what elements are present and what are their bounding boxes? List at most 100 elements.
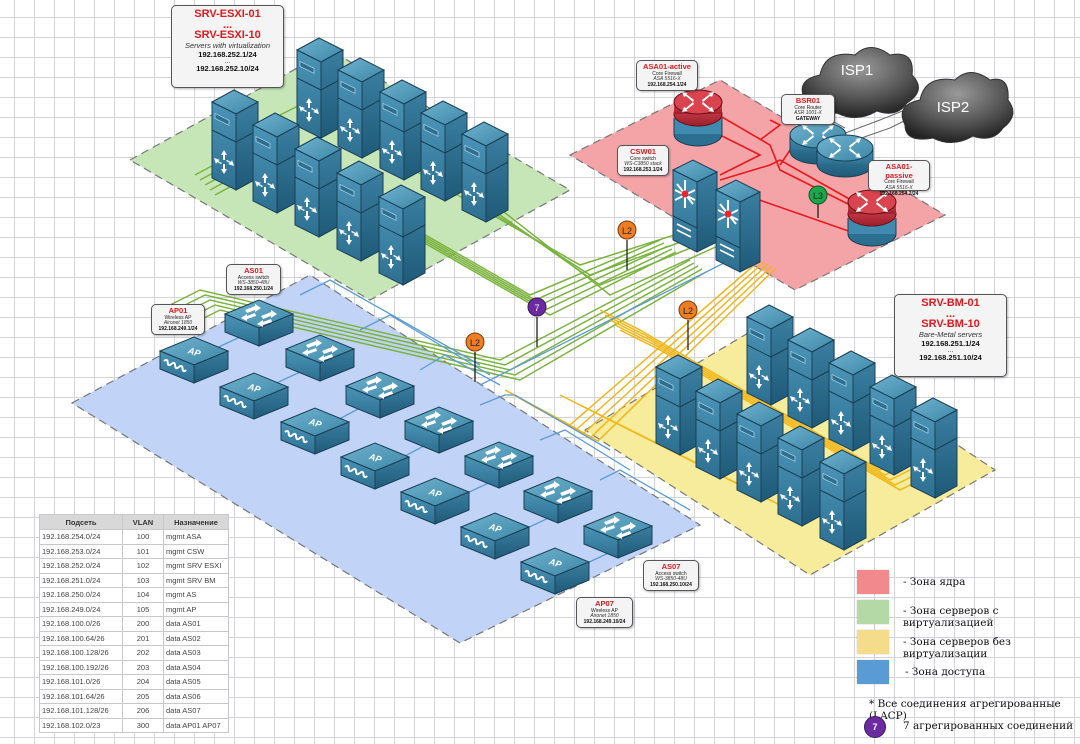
vlan-purpose-cell: data AS04 (163, 659, 229, 675)
asa-passive-title: ASA01-passive (885, 162, 913, 180)
links-core (699, 105, 871, 236)
svg-text:L2: L2 (622, 226, 632, 236)
badge-l2-baremetal: L2 (678, 300, 698, 350)
vlan-id-cell: 104 (122, 587, 164, 603)
vlan-purpose-cell: data AS02 (163, 630, 229, 646)
as01-model: WS-3850-48U (237, 280, 270, 287)
cloud-isp1-label: ISP1 (841, 62, 874, 79)
legend-swatch-virt (857, 600, 889, 624)
callout-asa-passive: ASA01-passive Core Firewall ASA 5516-X 1… (868, 160, 930, 197)
callout-as07: AS07 Access switch WS-3850-48U 192.168.2… (643, 560, 699, 591)
vlan-id-cell: 200 (122, 616, 164, 632)
vlan-purpose-cell: data AS06 (163, 688, 229, 704)
esxi-ip-dots: ... (224, 58, 231, 66)
cloud-isp2-label: ISP2 (937, 99, 970, 116)
bsr-title: BSR01 (795, 96, 821, 105)
legend-label-baremetal: - Зона серверов без виртуализации (903, 636, 1011, 660)
as07-model: WS-3850-48U (655, 576, 687, 583)
server-icon (695, 378, 743, 480)
as07-ip: 192.168.250.10/24 (650, 582, 692, 589)
server-icon (777, 425, 825, 527)
server-icon (379, 79, 427, 181)
vlan-purpose-cell: data AP01 AP07 (163, 717, 229, 733)
csw-model: WS-C3850 stack (624, 161, 662, 168)
vlan-subnet-cell: 192.168.100.64/26 (39, 630, 123, 646)
ap07-ip: 192.168.249.10/24 (583, 619, 626, 626)
col-subnet: Подсеть (39, 514, 123, 530)
vlan-purpose-cell: data AS03 (163, 645, 229, 661)
as01-title: AS01 (244, 266, 263, 275)
as07-title: AS07 (661, 562, 681, 571)
csw-desc: Core switch (629, 155, 657, 162)
vlan-purpose-cell: data AS07 (163, 703, 229, 719)
server-icon (378, 184, 426, 286)
server-icon (828, 350, 876, 452)
vlan-id-cell: 201 (122, 630, 164, 646)
bsr-model: ASR 1001-X (794, 110, 822, 117)
legend-aggregated-badge: 7 (864, 716, 886, 738)
badge-l2-core: L2 (617, 220, 637, 270)
vlan-subnet-cell: 192.168.101.0/26 (39, 674, 123, 690)
legend-label-virt: - Зона серверов с виртуализацией (903, 605, 999, 629)
vlan-id-cell: 205 (122, 688, 164, 704)
callout-bsr01: BSR01 Core Router ASR 1001-X GATEWAY (781, 94, 835, 125)
svg-text:7: 7 (534, 303, 539, 313)
server-icon (746, 304, 794, 406)
vlan-subnet-cell: 192.168.100.192/26 (39, 659, 123, 675)
bsr-ip: GATEWAY (795, 116, 821, 123)
vlan-purpose-cell: mgmt CSW (163, 543, 229, 559)
vlan-subnet-cell: 192.168.251.0/24 (39, 572, 123, 588)
badge-aggregated-7: 7 (527, 297, 547, 347)
vlan-id-cell: 105 (122, 601, 164, 617)
esxi-title-dots: ... (222, 18, 233, 31)
server-icon (819, 449, 867, 551)
vlan-id-cell: 202 (122, 645, 164, 661)
vlan-id-cell: 206 (122, 703, 164, 719)
vlan-table: Подсеть VLAN Назначение 192.168.254.0/24… (39, 514, 229, 733)
firewall-passive (847, 189, 897, 247)
core-switch-icon (715, 179, 761, 273)
bm-title-last: SRV-BM-10 (921, 318, 980, 331)
esxi-ip-first: 192.168.252.1/24 (198, 49, 257, 59)
callout-ap07: AP07 Wireless AP Aironet 1850 192.168.24… (576, 597, 633, 628)
vlan-purpose-cell: data AS01 (163, 616, 229, 632)
esxi-ip-last: 192.168.252.10/24 (196, 63, 259, 73)
legend-label-core: - Зона ядра (903, 576, 966, 588)
ap01-model: Aironet 1850 (163, 320, 193, 327)
esxi-subtitle: Servers with virtualization (184, 41, 271, 51)
vlan-id-cell: 100 (122, 529, 164, 545)
vlan-id-cell: 101 (122, 543, 164, 559)
vlan-subnet-cell: 192.168.252.0/24 (39, 558, 123, 574)
vlan-purpose-cell: mgmt ASA (163, 529, 229, 545)
server-icon (336, 160, 384, 262)
col-purpose: Назначение (163, 514, 229, 530)
callout-ap01: AP01 Wireless AP Aironet 1850 192.168.24… (151, 304, 205, 335)
server-icon (655, 354, 703, 456)
vlan-subnet-cell: 192.168.249.0/24 (39, 601, 123, 617)
vlan-subnet-cell: 192.168.102.0/23 (39, 717, 123, 733)
server-icon (420, 100, 468, 202)
server-icon (869, 374, 917, 476)
server-icon (787, 327, 835, 429)
esxi-title-last: SRV-ESXI-10 (194, 29, 261, 42)
badge-l2-access: L2 (465, 332, 485, 382)
vlan-subnet-cell: 192.168.101.128/26 (39, 703, 123, 719)
callout-asa-active: ASA01-active Core Firewall ASA 5516-X 19… (636, 60, 698, 91)
cloud-isp2: ISP2 (901, 72, 1014, 143)
server-icon (461, 121, 509, 223)
vlan-subnet-cell: 192.168.250.0/24 (39, 587, 123, 603)
badge-l3-core: L3 (808, 185, 828, 218)
vlan-id-cell: 300 (122, 717, 164, 733)
vlan-purpose-cell: mgmt SRV BM (163, 572, 229, 588)
vlan-purpose-cell: mgmt AS (163, 587, 229, 603)
asa-active-desc: Core Firewall (652, 70, 682, 77)
legend-lacp-note: * Все соединения агрегированные (LACP) (869, 698, 1061, 722)
server-icon (296, 37, 344, 139)
